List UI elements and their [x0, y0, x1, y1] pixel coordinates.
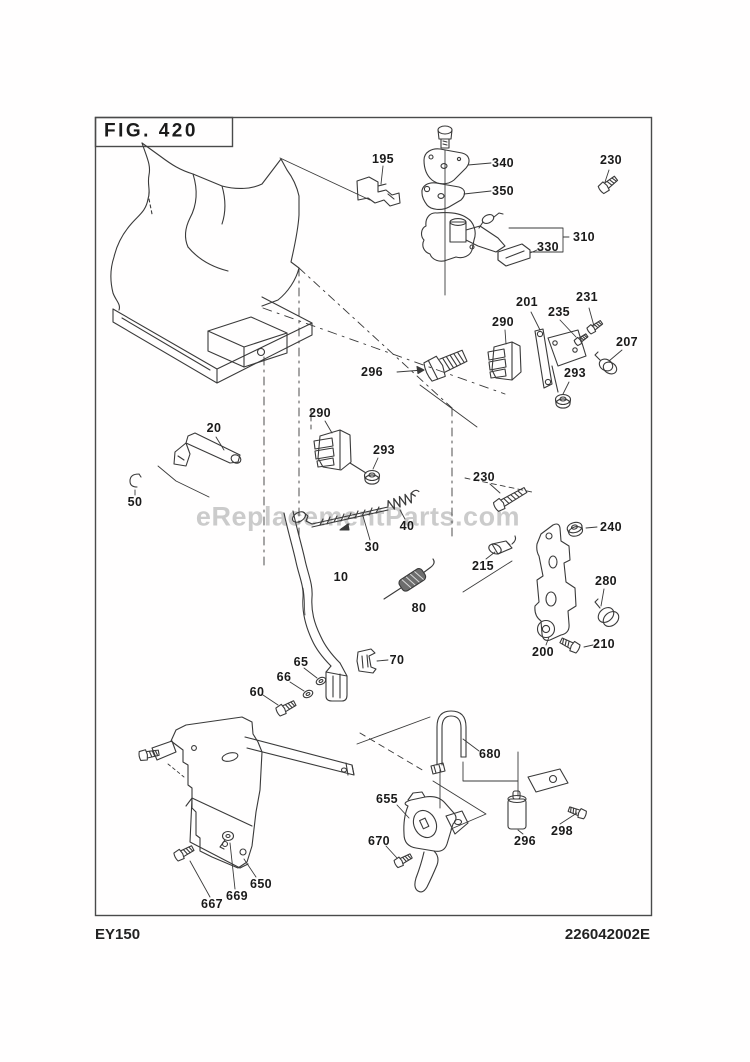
part-callout-240: 240: [599, 520, 623, 534]
part-235-231-plate: [547, 329, 587, 367]
part-230-screw-top: [596, 173, 620, 196]
engine-outline: [110, 142, 313, 384]
part-650-bracket: [151, 716, 355, 869]
part-callout-210: 210: [592, 637, 616, 651]
part-40-spring: [387, 489, 420, 510]
part-195-bracket: [356, 176, 401, 207]
part-293-nut-mid: [363, 469, 381, 485]
part-callout-280: 280: [594, 574, 618, 588]
part-callout-230: 230: [599, 153, 623, 167]
part-60-bolt: [274, 697, 298, 718]
part-680-rod: [430, 710, 467, 775]
part-callout-235: 235: [547, 305, 571, 319]
part-callout-215: 215: [471, 559, 495, 573]
part-callout-330: 330: [536, 240, 560, 254]
part-293-nut-right: [554, 393, 572, 409]
part-330-pad: [497, 243, 531, 267]
part-bolt-top: [437, 125, 453, 149]
part-callout-20: 20: [206, 421, 222, 435]
footer-document-number: 226042002E: [564, 926, 650, 943]
part-callout-350: 350: [491, 184, 515, 198]
part-callout-60: 60: [249, 685, 265, 699]
footer-model: EY150: [95, 926, 141, 943]
part-340-plate: [423, 148, 470, 185]
part-callout-10: 10: [333, 570, 349, 584]
part-50-clip: [129, 473, 142, 488]
figure-title: FIG. 420: [104, 120, 198, 142]
part-callout-200: 200: [531, 645, 555, 659]
part-215-plug: [488, 535, 517, 555]
projection-lines: [157, 149, 533, 830]
part-callout-655: 655: [375, 792, 399, 806]
diagram-border: [94, 116, 653, 917]
part-callout-65: 65: [293, 655, 309, 669]
part-callout-296: 296: [360, 365, 384, 379]
part-670-screw: [392, 851, 414, 869]
part-callout-340: 340: [491, 156, 515, 170]
part-callout-669: 669: [225, 889, 249, 903]
part-callout-230: 230: [472, 470, 496, 484]
part-200-bracket: [534, 523, 577, 641]
part-80-spring: [383, 558, 435, 600]
part-callout-207: 207: [615, 335, 639, 349]
part-30-rod: [291, 506, 389, 528]
part-callout-290: 290: [308, 406, 332, 420]
part-callout-30: 30: [364, 540, 380, 554]
part-201-link: [534, 328, 559, 393]
part-20-lever: [173, 432, 242, 467]
figure-title-box: [94, 116, 234, 148]
part-callout-296: 296: [513, 834, 537, 848]
part-296-damper: [507, 768, 569, 830]
part-callout-195: 195: [371, 152, 395, 166]
part-callout-50: 50: [127, 495, 143, 509]
part-callout-80: 80: [411, 601, 427, 615]
part-callout-70: 70: [389, 653, 405, 667]
part-callout-66: 66: [276, 670, 292, 684]
part-callout-293: 293: [563, 366, 587, 380]
part-655-control-assembly: [403, 791, 469, 893]
part-280-knob: [594, 598, 620, 627]
part-669-screw: [219, 830, 235, 850]
part-callout-40: 40: [399, 519, 415, 533]
part-callout-201: 201: [515, 295, 539, 309]
arrowhead-30: [339, 523, 350, 531]
part-240-nut: [565, 520, 585, 539]
part-350-plate: [421, 182, 466, 210]
part-667-screw: [172, 842, 196, 863]
part-70-clamp: [356, 648, 377, 674]
part-290-control-upper: [487, 341, 522, 381]
part-296-bolt: [423, 349, 468, 382]
part-callout-231: 231: [575, 290, 599, 304]
part-callout-290: 290: [491, 315, 515, 329]
part-310-carburetor-assembly: [421, 212, 506, 262]
part-10-governor-lever: [283, 510, 348, 702]
part-callout-680: 680: [478, 747, 502, 761]
part-290-control-mid: [313, 429, 367, 474]
part-207-bolt: [594, 351, 618, 375]
part-230-screw-mid: [492, 487, 528, 512]
part-231-screw: [585, 318, 605, 336]
part-callout-670: 670: [367, 834, 391, 848]
part-callout-298: 298: [550, 824, 574, 838]
part-210-screw: [558, 635, 582, 655]
part-callout-667: 667: [200, 897, 224, 911]
leader-lines: [134, 162, 623, 898]
part-callout-650: 650: [249, 877, 273, 891]
part-callout-310: 310: [572, 230, 596, 244]
part-callout-293: 293: [372, 443, 396, 457]
